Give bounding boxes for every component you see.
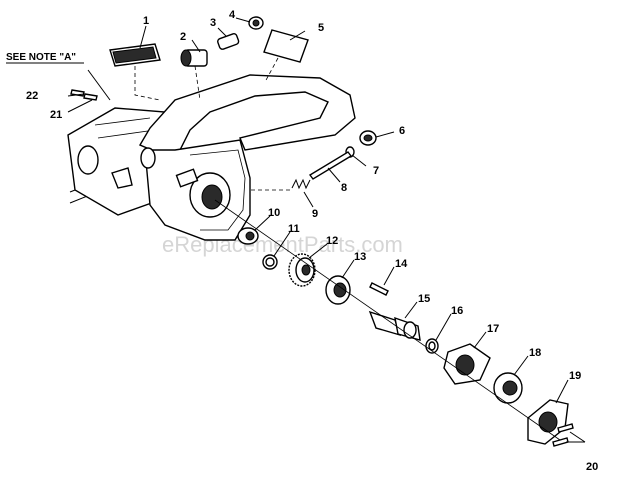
part-15-spindle (368, 310, 421, 341)
callout-11: 11 (288, 223, 300, 235)
part-21-screw (83, 93, 98, 101)
part-18-bearing (493, 372, 523, 404)
callout-2: 2 (180, 31, 186, 43)
part-8-shaft (308, 151, 353, 180)
callout-22: 22 (26, 90, 38, 102)
housing-assembly (67, 74, 356, 241)
callout-12: 12 (326, 235, 338, 247)
callout-13: 13 (354, 251, 366, 263)
leader-lines (67, 17, 586, 443)
callout-8: 8 (341, 182, 347, 194)
callout-17: 17 (487, 323, 499, 335)
callout-10: 10 (268, 207, 280, 219)
part-2-switch (180, 49, 208, 67)
callout-4: 4 (229, 9, 236, 21)
part-3-switch-button (217, 33, 240, 50)
callout-1: 1 (143, 15, 149, 27)
callout-15: 15 (418, 293, 430, 305)
part-14-key (369, 282, 389, 296)
callout-20: 20 (586, 461, 598, 473)
callout-6: 6 (399, 125, 405, 137)
see-note-label: SEE NOTE "A" (6, 52, 76, 63)
part-13-bearing (325, 275, 351, 305)
callout-18: 18 (529, 347, 541, 359)
callout-9: 9 (312, 208, 318, 220)
callout-labels: 1 2 3 4 5 6 7 8 9 10 11 12 13 14 15 16 1… (6, 9, 598, 473)
part-12-gear (288, 253, 316, 287)
callout-21: 21 (50, 109, 62, 121)
part-9-spring (291, 178, 311, 190)
callout-7: 7 (373, 165, 379, 177)
callout-19: 19 (569, 370, 581, 382)
callout-3: 3 (210, 17, 216, 29)
callout-14: 14 (395, 258, 408, 270)
part-6-grommet (359, 130, 377, 146)
part-5-label (263, 29, 309, 63)
callout-16: 16 (451, 305, 463, 317)
part-4-knob (248, 16, 264, 30)
callout-5: 5 (318, 22, 324, 34)
part-17-retainer (443, 343, 491, 385)
part-11-ring (262, 254, 278, 270)
part-16-ring (425, 338, 439, 354)
part-10-bearing (237, 227, 259, 245)
part-1-label-plate (109, 43, 161, 67)
